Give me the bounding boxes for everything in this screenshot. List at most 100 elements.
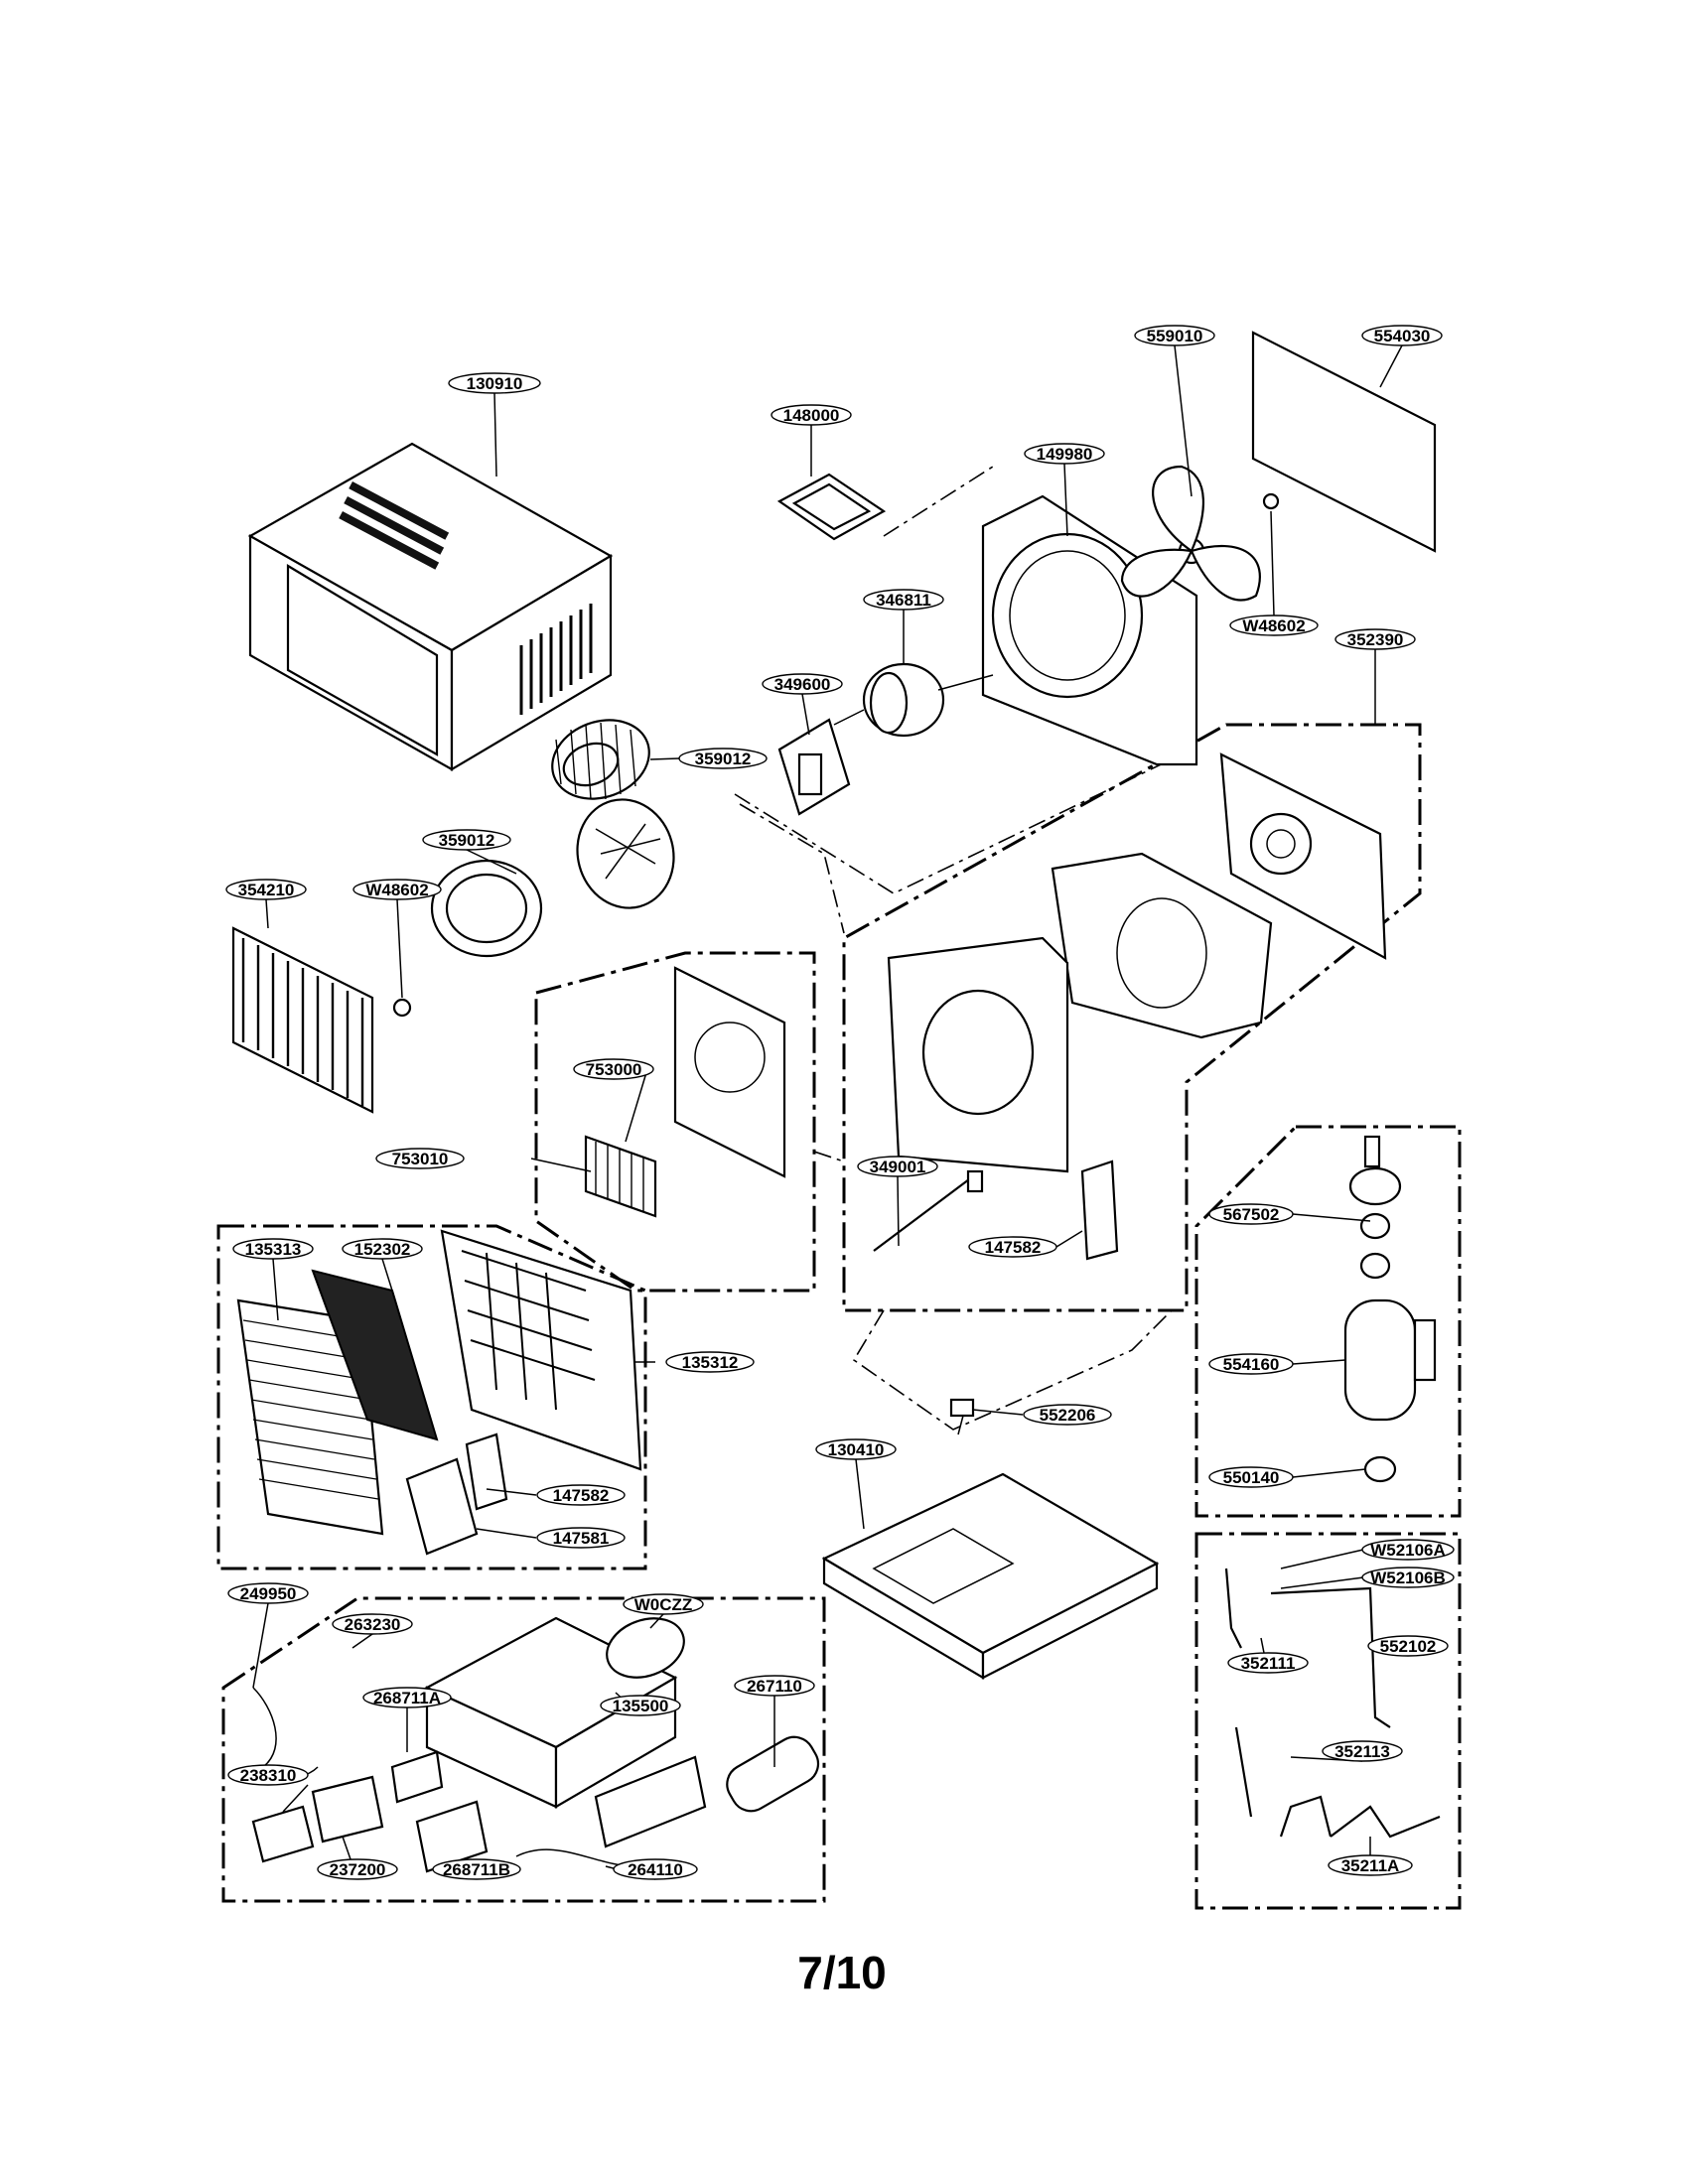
part-label: 753000: [573, 1058, 654, 1080]
part-label: 753010: [375, 1148, 465, 1169]
part-label: 359012: [422, 829, 511, 851]
blower-wheel-part: [551, 719, 650, 800]
thermostat-part: [949, 1398, 975, 1435]
svg-text:237200: 237200: [330, 1860, 386, 1879]
svg-text:149980: 149980: [1037, 445, 1093, 464]
part-label: 567502: [1208, 1203, 1294, 1225]
svg-text:W52106B: W52106B: [1370, 1569, 1446, 1587]
svg-text:238310: 238310: [240, 1766, 297, 1785]
part-label: 149980: [1024, 443, 1105, 465]
svg-text:W52106A: W52106A: [1370, 1541, 1446, 1560]
svg-text:W48602: W48602: [1242, 616, 1305, 635]
part-label: 130910: [448, 372, 541, 394]
svg-text:249950: 249950: [240, 1584, 297, 1603]
part-label: 346811: [863, 589, 944, 611]
svg-text:148000: 148000: [783, 406, 840, 425]
remote-control-part: [726, 1735, 820, 1813]
part-label: 147582: [968, 1236, 1057, 1258]
part-label: 268711B: [432, 1858, 521, 1880]
svg-text:352113: 352113: [1334, 1742, 1390, 1761]
evaporator-coil-part: [231, 926, 412, 1114]
evaporator-fan-part: [430, 798, 675, 958]
fan-motor-part: [833, 662, 994, 738]
front-grille-frame-part: [440, 1229, 642, 1471]
svg-text:130910: 130910: [467, 374, 523, 393]
part-label: 130410: [815, 1438, 897, 1460]
svg-text:35211A: 35211A: [1341, 1856, 1400, 1875]
part-label: 148000: [771, 404, 852, 426]
cabinet-part: [247, 442, 614, 771]
pcb-part: [251, 1750, 489, 1873]
part-label: 263230: [332, 1613, 413, 1635]
part-label: 352113: [1322, 1740, 1403, 1762]
svg-text:W0CZZ: W0CZZ: [634, 1595, 693, 1614]
part-label: 349600: [762, 673, 843, 695]
svg-text:147581: 147581: [553, 1529, 610, 1548]
part-label: 147582: [536, 1484, 626, 1506]
part-label: W0CZZ: [623, 1593, 704, 1615]
svg-text:147582: 147582: [553, 1486, 610, 1505]
part-label: 264110: [613, 1858, 698, 1880]
svg-text:554030: 554030: [1374, 327, 1431, 345]
part-label: 552102: [1367, 1635, 1449, 1657]
part-label: 147581: [536, 1527, 626, 1549]
svg-text:264110: 264110: [628, 1860, 683, 1879]
part-label: 268711A: [362, 1687, 452, 1708]
svg-text:349001: 349001: [870, 1158, 926, 1176]
sensor-cord-part: [873, 1169, 984, 1252]
part-label: 354210: [225, 879, 307, 900]
part-label: 152302: [342, 1238, 423, 1260]
duct-assembly-outline: [842, 723, 1422, 1312]
svg-text:263230: 263230: [345, 1615, 401, 1634]
display-panel-part: [594, 1755, 707, 1848]
svg-text:130410: 130410: [828, 1440, 885, 1459]
svg-text:359012: 359012: [695, 750, 752, 768]
part-label: 359012: [678, 748, 768, 769]
svg-text:567502: 567502: [1223, 1205, 1280, 1224]
svg-text:346811: 346811: [876, 591, 931, 610]
part-label: 267110: [734, 1675, 815, 1697]
condenser-coil-part: [1251, 331, 1437, 553]
part-label: W52106A: [1361, 1539, 1455, 1561]
svg-text:354210: 354210: [238, 881, 295, 899]
part-label: 550140: [1208, 1466, 1294, 1488]
svg-text:554160: 554160: [1223, 1355, 1280, 1374]
orifice-partition-part: [981, 494, 1198, 766]
compressor-part: [1343, 1135, 1437, 1483]
part-label: 35211A: [1328, 1854, 1413, 1876]
part-label: W48602: [352, 879, 442, 900]
air-guide-duct-part: [887, 752, 1387, 1173]
part-label: 135312: [665, 1351, 755, 1373]
part-label: 352390: [1334, 628, 1416, 650]
part-label: 552206: [1023, 1404, 1112, 1426]
part-label: 238310: [227, 1764, 309, 1786]
svg-text:352111: 352111: [1241, 1654, 1296, 1673]
svg-text:559010: 559010: [1147, 327, 1203, 345]
part-label-group: 130910 148000 149980 559010 554030 34681…: [225, 325, 1455, 1880]
svg-text:352390: 352390: [1347, 630, 1404, 649]
svg-text:152302: 152302: [354, 1240, 411, 1259]
motor-bracket-part: [777, 718, 851, 816]
drain-clip-part: [1080, 1160, 1119, 1261]
svg-text:147582: 147582: [985, 1238, 1042, 1257]
top-bracket-part: [776, 473, 887, 541]
svg-text:349600: 349600: [774, 675, 831, 694]
heat-sink-part: [584, 1135, 657, 1218]
part-label: 349001: [857, 1156, 938, 1177]
svg-text:268711B: 268711B: [443, 1860, 510, 1879]
svg-text:268711A: 268711A: [373, 1689, 441, 1707]
svg-text:267110: 267110: [747, 1677, 802, 1696]
svg-text:135312: 135312: [682, 1353, 739, 1372]
page-number: 7/10: [797, 1947, 887, 1998]
evaporator-fan-outline: [534, 951, 816, 1293]
front-grille-outline: [216, 1224, 647, 1570]
svg-text:W48602: W48602: [365, 881, 428, 899]
connector-lines: [734, 466, 1183, 1431]
tubing-part: [1224, 1568, 1441, 1839]
svg-text:552102: 552102: [1380, 1637, 1437, 1656]
section-outlines: [216, 723, 1462, 1910]
base-pan-part: [821, 1472, 1160, 1680]
part-label: 249950: [227, 1582, 309, 1604]
svg-text:753000: 753000: [586, 1060, 642, 1079]
